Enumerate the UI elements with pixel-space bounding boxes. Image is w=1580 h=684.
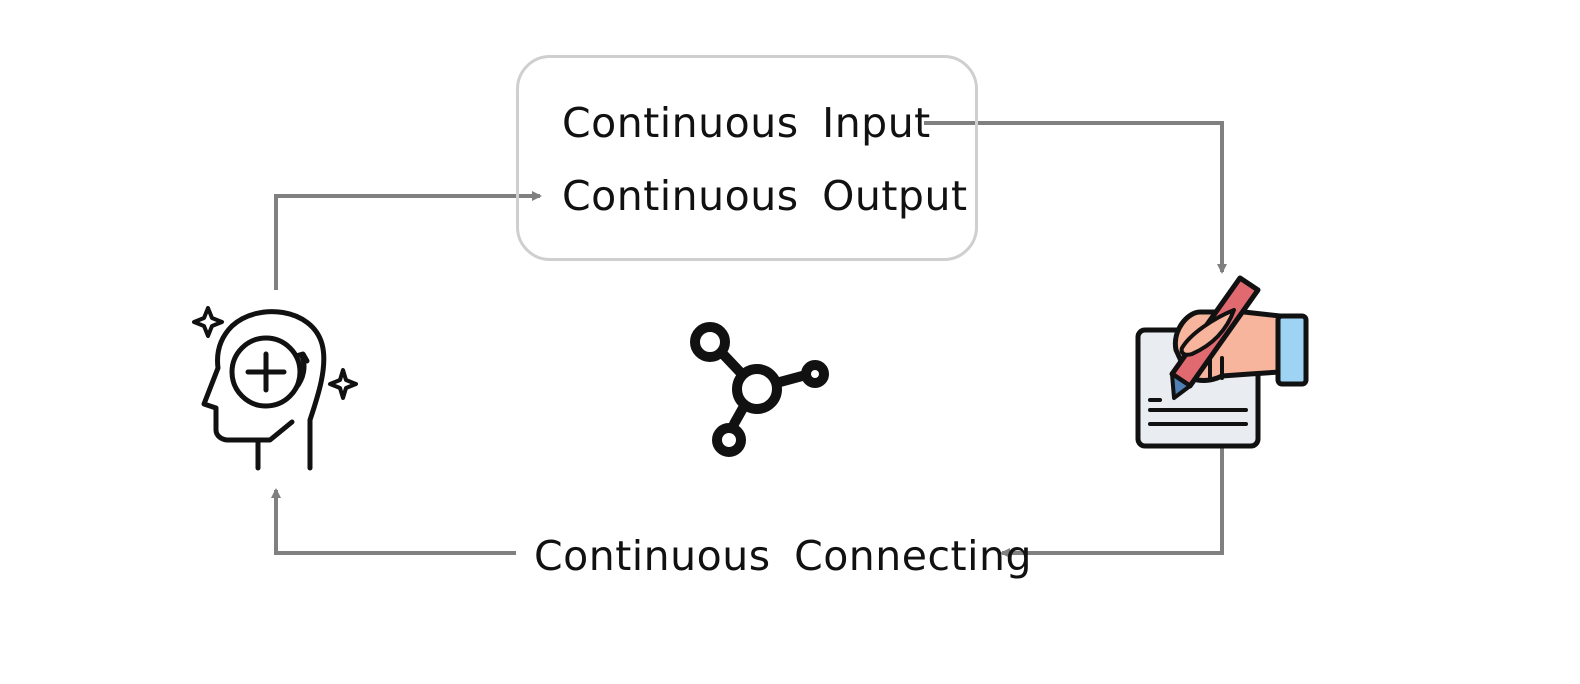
hand-writing-document-icon	[1135, 275, 1309, 449]
arrow-connecting-to-head	[271, 488, 516, 555]
head-mind-plus-icon	[192, 306, 358, 471]
continuous-connecting-label: Continuous Connecting	[534, 532, 1033, 580]
io-box	[516, 55, 978, 261]
arrow-head-to-box	[274, 191, 542, 290]
arrow-box-to-writing	[924, 121, 1227, 274]
share-network-icon	[690, 322, 829, 457]
arrow-writing-to-connecting	[1000, 448, 1224, 558]
continuous-input-label: Continuous Input	[562, 99, 931, 147]
continuous-output-label: Continuous Output	[562, 172, 968, 220]
